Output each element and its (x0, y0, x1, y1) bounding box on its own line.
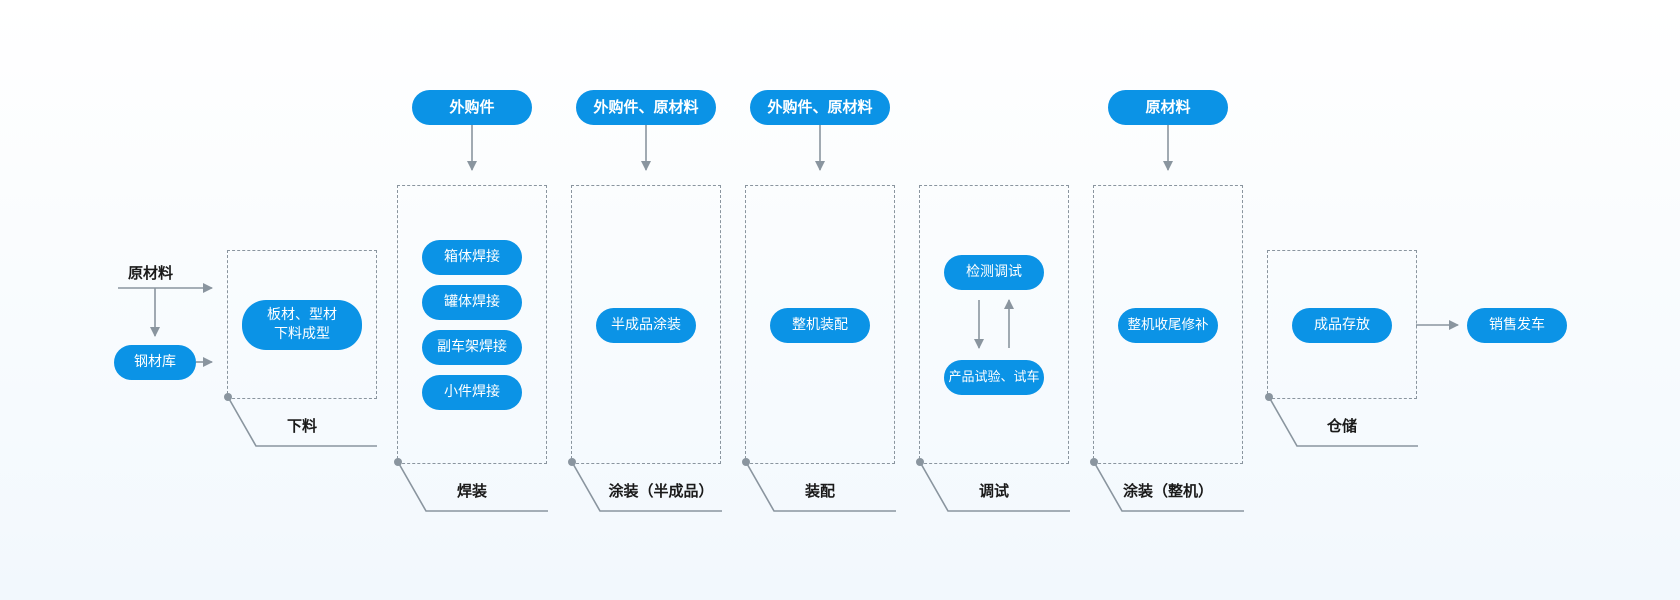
storage-step: 成品存放 (1292, 308, 1392, 343)
stage-label-debug: 调试 (978, 482, 1009, 500)
stage-label-storage: 仓储 (1326, 417, 1357, 435)
coating-semi-step: 半成品涂装 (596, 308, 696, 343)
debug-step-top: 检测调试 (944, 255, 1044, 290)
steel-warehouse-node: 钢材库 (114, 345, 196, 380)
debug-step-bottom: 产品试验、试车 (944, 360, 1044, 395)
stage-box-welding (397, 185, 547, 464)
welding-step-4: 小件焊接 (422, 375, 522, 410)
supply-coating-semi: 外购件、原材料 (576, 90, 716, 125)
cutting-step-node: 板材、型材 下料成型 (242, 300, 362, 350)
cutting-step-line2: 下料成型 (274, 326, 330, 342)
dot-coating-semi (568, 458, 576, 466)
stage-label-coating-semi: 涂装（半成品） (608, 482, 714, 500)
welding-step-1: 箱体焊接 (422, 240, 522, 275)
leader-coating-final (1093, 461, 1244, 512)
stage-label-welding: 焊装 (456, 482, 487, 500)
stage-label-coating-final: 涂装（整机） (1122, 482, 1213, 500)
leader-cutting (227, 396, 377, 447)
leader-welding (397, 461, 548, 512)
stage-box-debug (919, 185, 1069, 464)
dot-welding (394, 458, 402, 466)
supply-assembly: 外购件、原材料 (750, 90, 890, 125)
dot-coating-final (1090, 458, 1098, 466)
stage-box-assembly (745, 185, 895, 464)
welding-step-3: 副车架焊接 (422, 330, 522, 365)
cutting-step-line1: 板材、型材 (267, 307, 337, 323)
stage-box-coating-final (1093, 185, 1243, 464)
supply-coating-final: 原材料 (1108, 90, 1228, 125)
raw-material-label: 原材料 (128, 264, 174, 282)
dot-debug (916, 458, 924, 466)
leader-debug (919, 461, 1070, 512)
leader-storage (1268, 396, 1418, 447)
stage-label-cutting: 下料 (286, 417, 317, 435)
assembly-step: 整机装配 (770, 308, 870, 343)
sales-dispatch-node: 销售发车 (1467, 308, 1567, 343)
stage-label-assembly: 装配 (804, 482, 835, 500)
coating-final-step: 整机收尾修补 (1118, 308, 1218, 343)
stage-box-storage (1267, 250, 1417, 399)
dot-cutting (224, 393, 232, 401)
dot-assembly (742, 458, 750, 466)
stage-box-cutting (227, 250, 377, 399)
leader-coating-semi (571, 461, 722, 512)
leader-assembly (745, 461, 896, 512)
welding-step-2: 罐体焊接 (422, 285, 522, 320)
supply-welding: 外购件 (412, 90, 532, 125)
stage-box-coating-semi (571, 185, 721, 464)
